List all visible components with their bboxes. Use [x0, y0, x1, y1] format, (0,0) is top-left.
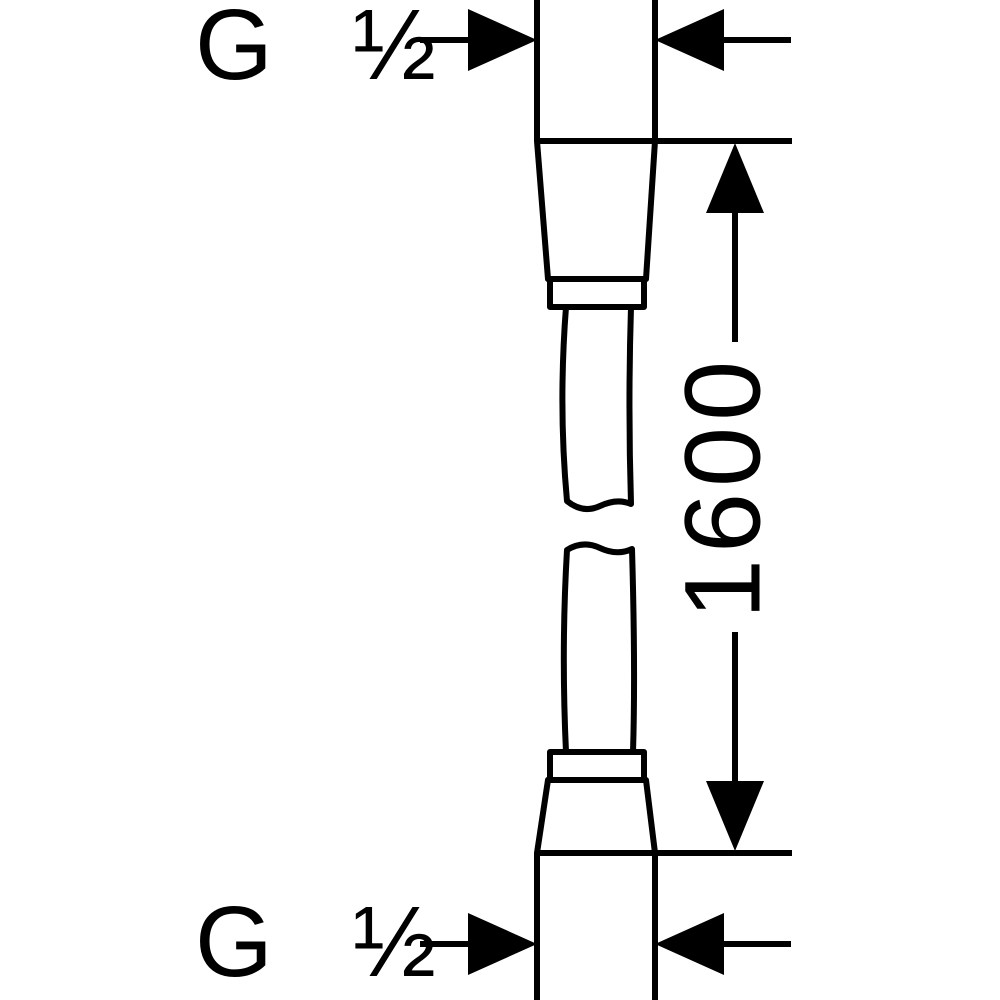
top-connector-nut [534, 138, 658, 282]
length-label: 1600 [662, 355, 783, 619]
top-connector-sleeve [547, 276, 647, 310]
dim-arrow-up-icon [706, 143, 764, 213]
bottom-thread-label: G ½ [195, 886, 462, 998]
top-thread-label: G ½ [195, 0, 462, 101]
hose-upper-segment [559, 304, 634, 513]
hose-lower-segment [560, 541, 638, 755]
dim-arrow-right-bottom-icon [468, 913, 537, 975]
dim-arrow-left-bottom-icon [655, 913, 724, 975]
bottom-connector-nut [534, 777, 658, 856]
bottom-connector-sleeve [547, 749, 647, 783]
dim-arrow-down-icon [706, 781, 764, 851]
dim-arrow-right-icon [468, 9, 537, 71]
dim-arrow-left-icon [655, 9, 724, 71]
